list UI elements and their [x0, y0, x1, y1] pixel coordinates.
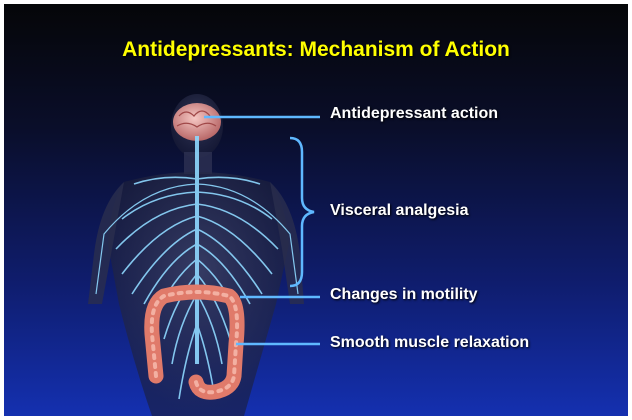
spinal-nerves-illustration — [96, 136, 298, 399]
slide: Antidepressants: Mechanism of Action Ant… — [4, 4, 628, 416]
anatomy-illustration — [4, 4, 628, 416]
label-changes-in-motility: Changes in motility — [330, 286, 478, 304]
brain-icon — [173, 103, 221, 141]
label-visceral-analgesia: Visceral analgesia — [330, 202, 468, 220]
label-smooth-muscle-relaxation: Smooth muscle relaxation — [330, 334, 529, 352]
label-antidepressant-action: Antidepressant action — [330, 105, 498, 123]
slide-title: Antidepressants: Mechanism of Action — [4, 38, 628, 62]
